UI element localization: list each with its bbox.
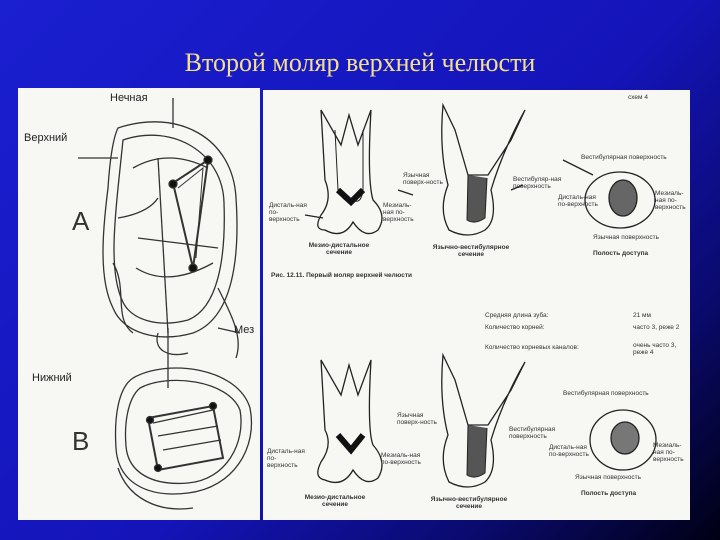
top-distal-surface-2: Дисталь-ная по-верхность — [558, 194, 598, 208]
table-value-canals: очень часто 3, реже 4 — [633, 342, 689, 356]
page-ref: схем 4 — [628, 94, 648, 101]
bottom-section-md: Мезио-дистальное сечение — [293, 494, 377, 508]
figure-caption: Рис. 12.11. Первый моляр верхней челюсти — [271, 272, 412, 279]
top-buccal-surface: Вестибулярная поверхность — [581, 154, 667, 161]
top-section-lv: Язычно-вестибулярное сечение — [421, 244, 521, 258]
top-lingual-surface: Язычная поверх-ность — [403, 172, 449, 186]
top-vestibular-surface: Вестибуляр-ная поверхность — [513, 176, 583, 190]
bottom-mesial-surface-2: Мезиаль-ная по-верхность — [653, 442, 689, 463]
table-value-roots: часто 3, реже 2 — [633, 324, 683, 331]
occlusal-drawing — [18, 88, 260, 520]
occlusal-view-figure: Нечная Верхний A Мез Нижний B — [18, 88, 260, 520]
bottom-vestibular-surface: Вестибулярная поверхность — [509, 426, 573, 440]
top-lingual-surface-2: Язычная поверхность — [593, 234, 659, 241]
bottom-lingual-surface-2: Язычная поверхность — [575, 474, 641, 481]
table-label-length: Средняя длина зуба: — [485, 312, 548, 319]
top-distal-surface: Дисталь-ная по-верхность — [269, 202, 307, 223]
top-mesial-surface-2: Мезиаль-ная по-верхность — [655, 190, 689, 211]
label-a: A — [72, 206, 89, 237]
bottom-buccal-surface: Вестибулярная поверхность — [563, 390, 649, 397]
label-palatal: Нечная — [110, 92, 148, 104]
slide-title: Второй моляр верхней челюсти — [0, 48, 720, 78]
label-mesial: Мез — [234, 324, 254, 336]
bottom-lingual-surface: Язычная поверх-ность — [397, 412, 441, 426]
bottom-section-lv: Язычно-вестибулярное сечение — [419, 496, 519, 510]
table-value-length: 21 мм — [633, 312, 683, 319]
top-mesial-surface: Мезиаль-ная по-верхность — [383, 202, 421, 223]
top-section-md: Мезио-дистальное сечение — [299, 242, 379, 256]
table-label-canals: Количество корневых каналов: — [485, 344, 579, 351]
bottom-mesial-surface: Мезиаль-ная по-верхность — [381, 452, 421, 466]
table-label-roots: Количество корней: — [485, 324, 545, 331]
bottom-distal-surface: Дисталь-ная по-верхность — [267, 448, 305, 469]
label-b: B — [72, 426, 89, 457]
top-access-cavity: Полость доступа — [593, 250, 648, 257]
label-lower: Нижний — [32, 372, 72, 384]
bottom-access-cavity: Полость доступа — [581, 490, 636, 497]
label-upper: Верхний — [24, 132, 67, 144]
bottom-distal-surface-2: Дисталь-ная по-верхность — [549, 444, 591, 458]
section-view-figure: схем 4 Вестибулярная поверхность Язычная… — [263, 90, 690, 520]
